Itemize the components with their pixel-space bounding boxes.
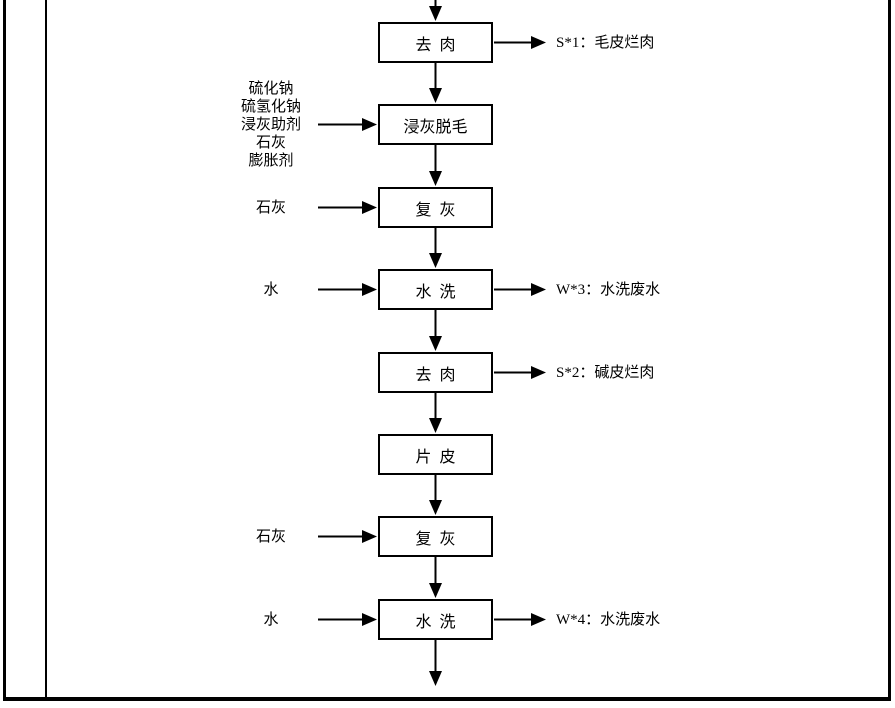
arrowhead-icon xyxy=(429,671,442,686)
input-labels-block: 硫化钠硫氢化钠浸灰助剂石灰膨胀剂 xyxy=(221,80,321,170)
process-box-label: 片 皮 xyxy=(415,448,456,466)
input-chemical-label: 膨胀剂 xyxy=(248,152,294,169)
arrowhead-icon xyxy=(429,6,442,21)
input-labels-block: 石灰 xyxy=(221,528,321,546)
arrowhead-icon xyxy=(531,283,546,296)
arrowhead-icon xyxy=(362,201,377,214)
waste-output-label: W*4：水洗废水 xyxy=(556,611,661,628)
arrowhead-icon xyxy=(429,418,442,433)
input-chemical-label: 石灰 xyxy=(255,134,286,151)
process-box-label: 去 肉 xyxy=(415,366,456,384)
process-box-label: 浸灰脱毛 xyxy=(403,118,468,136)
process-box-label: 水 洗 xyxy=(415,613,456,631)
input-chemical-label: 硫氢化钠 xyxy=(240,98,301,115)
process-box: 片 皮 xyxy=(378,434,493,475)
process-box: 去 肉 xyxy=(378,22,493,63)
process-box: 水 洗 xyxy=(378,599,493,640)
arrowhead-icon xyxy=(362,613,377,626)
page-border-right xyxy=(888,0,891,701)
arrowhead-icon xyxy=(362,118,377,131)
table-cell-divider xyxy=(45,0,47,701)
arrowhead-icon xyxy=(362,530,377,543)
process-box-label: 水 洗 xyxy=(415,283,456,301)
input-chemical-label: 石灰 xyxy=(255,528,286,545)
arrowhead-icon xyxy=(362,283,377,296)
process-box-label: 复 灰 xyxy=(415,530,456,548)
waste-output-label: S*2：碱皮烂肉 xyxy=(556,364,655,381)
input-chemical-label: 石灰 xyxy=(255,199,286,216)
arrowhead-icon xyxy=(531,36,546,49)
waste-output-label: S*1：毛皮烂肉 xyxy=(556,34,655,51)
arrowhead-icon xyxy=(429,171,442,186)
process-box: 去 肉 xyxy=(378,352,493,393)
process-box-label: 去 肉 xyxy=(415,36,456,54)
input-labels-block: 水 xyxy=(221,281,321,299)
page-border-left xyxy=(3,0,6,701)
page-border-bottom xyxy=(3,697,891,701)
process-box: 复 灰 xyxy=(378,516,493,557)
arrowhead-icon xyxy=(531,613,546,626)
input-labels-block: 水 xyxy=(221,611,321,629)
input-chemical-label: 浸灰助剂 xyxy=(240,116,301,133)
arrowhead-icon xyxy=(429,336,442,351)
input-chemical-label: 水 xyxy=(263,611,279,628)
process-box: 复 灰 xyxy=(378,187,493,228)
process-box: 浸灰脱毛 xyxy=(378,104,493,145)
arrowhead-icon xyxy=(531,366,546,379)
input-chemical-label: 硫化钠 xyxy=(248,80,294,97)
arrowhead-icon xyxy=(429,253,442,268)
arrowhead-icon xyxy=(429,500,442,515)
arrowhead-icon xyxy=(429,88,442,103)
waste-output-label: W*3：水洗废水 xyxy=(556,281,661,298)
input-labels-block: 石灰 xyxy=(221,199,321,217)
process-box-label: 复 灰 xyxy=(415,201,456,219)
input-chemical-label: 水 xyxy=(263,281,279,298)
arrowhead-icon xyxy=(429,583,442,598)
process-box: 水 洗 xyxy=(378,269,493,310)
